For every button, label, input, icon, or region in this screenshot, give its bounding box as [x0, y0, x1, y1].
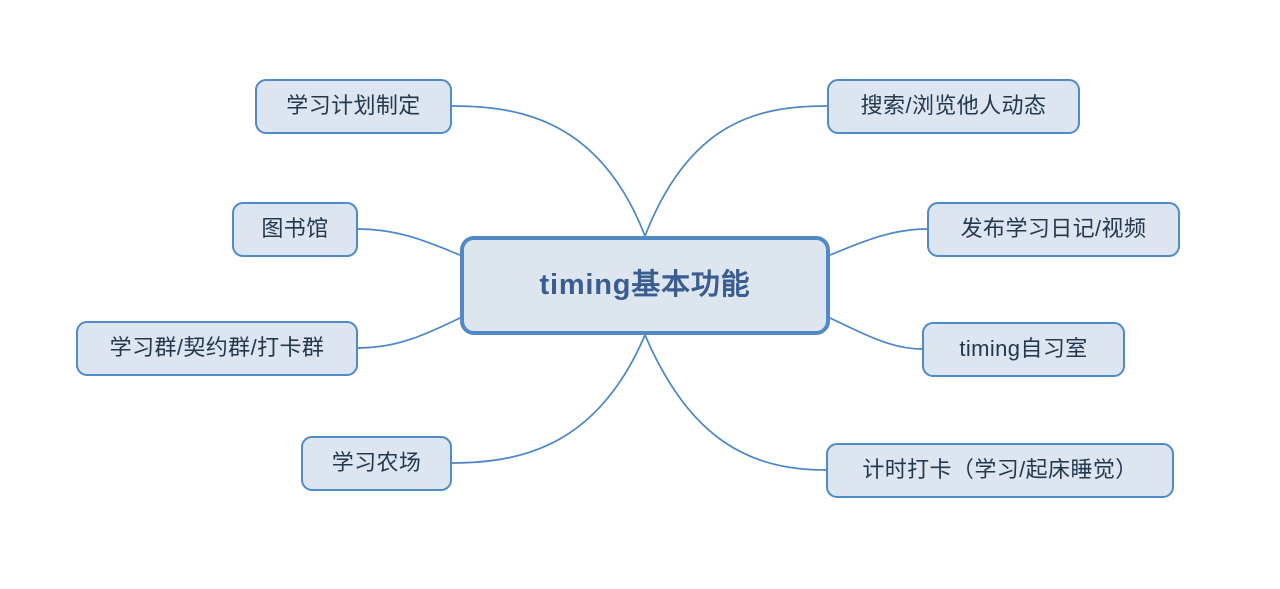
connector-timer-checkin	[644, 334, 827, 471]
branch-node-library[interactable]: 图书馆	[232, 202, 358, 257]
connector-post-diary	[829, 228, 928, 256]
branch-node-study-groups[interactable]: 学习群/契约群/打卡群	[76, 321, 358, 376]
branch-node-browse-feed[interactable]: 搜索/浏览他人动态	[827, 79, 1080, 134]
central-node[interactable]: timing基本功能	[460, 236, 830, 335]
branch-node-post-diary[interactable]: 发布学习日记/视频	[927, 202, 1180, 257]
branch-node-study-plan[interactable]: 学习计划制定	[255, 79, 452, 134]
connector-library	[357, 228, 461, 256]
connector-study-room	[829, 317, 923, 350]
connector-study-groups	[357, 317, 461, 349]
connector-study-farm	[451, 334, 646, 464]
connector-browse-feed	[644, 105, 828, 237]
branch-node-study-room[interactable]: timing自习室	[922, 322, 1125, 377]
branch-node-study-farm[interactable]: 学习农场	[301, 436, 452, 491]
branch-node-timer-checkin[interactable]: 计时打卡（学习/起床睡觉）	[826, 443, 1174, 498]
connector-study-plan	[451, 105, 646, 237]
